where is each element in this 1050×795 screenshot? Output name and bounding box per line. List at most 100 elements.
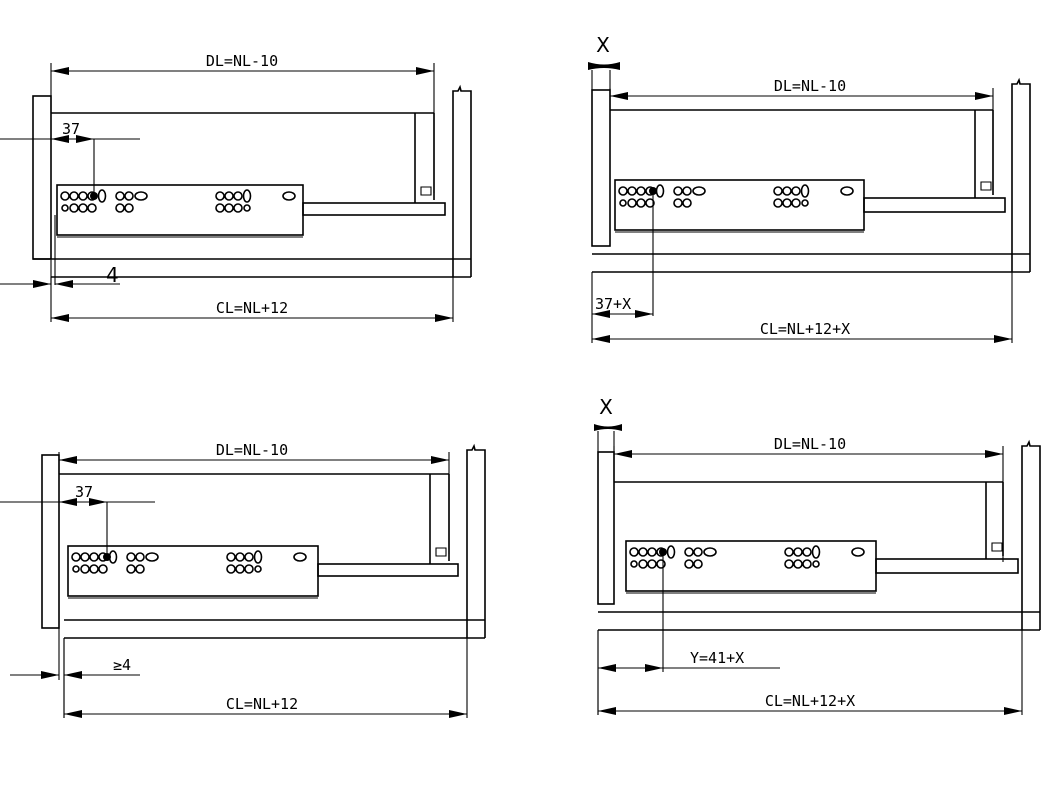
mounting-slot	[840, 186, 854, 196]
arrowhead	[89, 498, 107, 506]
arrowhead	[985, 450, 1003, 458]
arrowhead	[41, 671, 59, 679]
slide-rail	[863, 197, 1006, 213]
mounting-slot	[800, 184, 810, 198]
mounting-hole	[124, 191, 134, 201]
gap-label: ≥4	[113, 656, 131, 674]
mounting-hole	[638, 547, 648, 557]
offset-label: 37+X	[595, 295, 631, 313]
arrowhead	[598, 664, 616, 672]
cl-label: CL=NL+12	[216, 299, 288, 317]
diagram-standard-37	[0, 63, 472, 322]
rear-hook	[980, 181, 992, 191]
cl-label: CL=NL+12	[226, 695, 298, 713]
arrowhead	[51, 135, 69, 143]
mounting-slot	[253, 550, 263, 564]
mounting-hole	[629, 547, 639, 557]
mounting-hole	[812, 560, 820, 568]
drawer-front	[41, 454, 60, 629]
arrowhead	[59, 456, 77, 464]
gap-label: 4	[106, 263, 119, 287]
arrowhead	[435, 314, 453, 322]
arrowhead	[610, 92, 628, 100]
mounting-hole	[645, 198, 655, 208]
mounting-hole	[71, 552, 81, 562]
mounting-hole	[78, 203, 88, 213]
arrowhead	[645, 664, 663, 672]
cl-label: CL=NL+12+X	[765, 692, 855, 710]
cabinet-side	[1021, 439, 1041, 630]
arrowhead	[64, 710, 82, 718]
mounting-slot	[145, 552, 159, 562]
mounting-hole	[243, 204, 251, 212]
mounting-hole	[233, 191, 243, 201]
cl-label: CL=NL+12+X	[760, 320, 850, 338]
mounting-hole	[235, 564, 245, 574]
mounting-hole	[215, 203, 225, 213]
mounting-hole	[693, 547, 703, 557]
mounting-hole	[793, 559, 803, 569]
mounting-hole	[115, 203, 125, 213]
mounting-hole	[791, 186, 801, 196]
arrowhead	[59, 498, 77, 506]
mounting-hole	[636, 186, 646, 196]
x-marker-label: X	[599, 395, 613, 419]
arrowhead	[592, 335, 610, 343]
mounting-hole	[682, 198, 692, 208]
mounting-hole	[682, 186, 692, 196]
dl-label: DL=NL-10	[774, 435, 846, 453]
mounting-hole	[784, 559, 794, 569]
mounting-hole	[636, 198, 646, 208]
arrowhead	[635, 310, 653, 318]
arrowhead	[614, 450, 632, 458]
drawer-front	[597, 451, 615, 605]
arrowhead	[64, 671, 82, 679]
mounting-hole	[224, 203, 234, 213]
slide-rail	[317, 563, 459, 577]
mounting-hole	[89, 564, 99, 574]
mounting-hole	[80, 564, 90, 574]
mounting-slot	[692, 186, 706, 196]
arrowhead	[994, 335, 1012, 343]
mounting-hole	[98, 564, 108, 574]
x-marker-icon	[588, 62, 620, 70]
drawer-front	[591, 89, 611, 247]
mounting-hole	[233, 203, 243, 213]
mounting-hole	[627, 198, 637, 208]
mounting-slot	[666, 545, 676, 559]
arrowhead	[416, 67, 434, 75]
diagram-standard-min4	[0, 443, 486, 718]
mounting-slot	[282, 191, 296, 201]
mounting-hole	[124, 203, 134, 213]
dl-label: DL=NL-10	[216, 441, 288, 459]
slide-rail	[875, 558, 1019, 574]
mounting-hole	[673, 198, 683, 208]
mounting-hole	[647, 559, 657, 569]
mounting-slot	[242, 189, 252, 203]
mounting-hole	[793, 547, 803, 557]
arrowhead	[1004, 707, 1022, 715]
dl-label: DL=NL-10	[206, 52, 278, 70]
arrowhead	[431, 456, 449, 464]
mounting-slot	[134, 191, 148, 201]
arrowhead	[51, 67, 69, 75]
rear-hook	[991, 542, 1003, 552]
offset-label: 37	[75, 483, 93, 501]
x-marker-icon	[594, 424, 622, 431]
mounting-hole	[135, 564, 145, 574]
mounting-hole	[89, 552, 99, 562]
diagram-overlay-37x	[588, 62, 1031, 343]
arrowhead	[592, 310, 610, 318]
offset-label: Y=41+X	[690, 649, 744, 667]
mounting-hole	[226, 552, 236, 562]
drawer-front	[32, 95, 52, 260]
mounting-hole	[627, 186, 637, 196]
mounting-hole	[784, 547, 794, 557]
mounting-slot	[97, 189, 107, 203]
mounting-hole	[126, 564, 136, 574]
mounting-hole	[78, 191, 88, 201]
diagram-overlay-y	[594, 424, 1041, 715]
mounting-hole	[802, 547, 812, 557]
mounting-hole	[618, 186, 628, 196]
